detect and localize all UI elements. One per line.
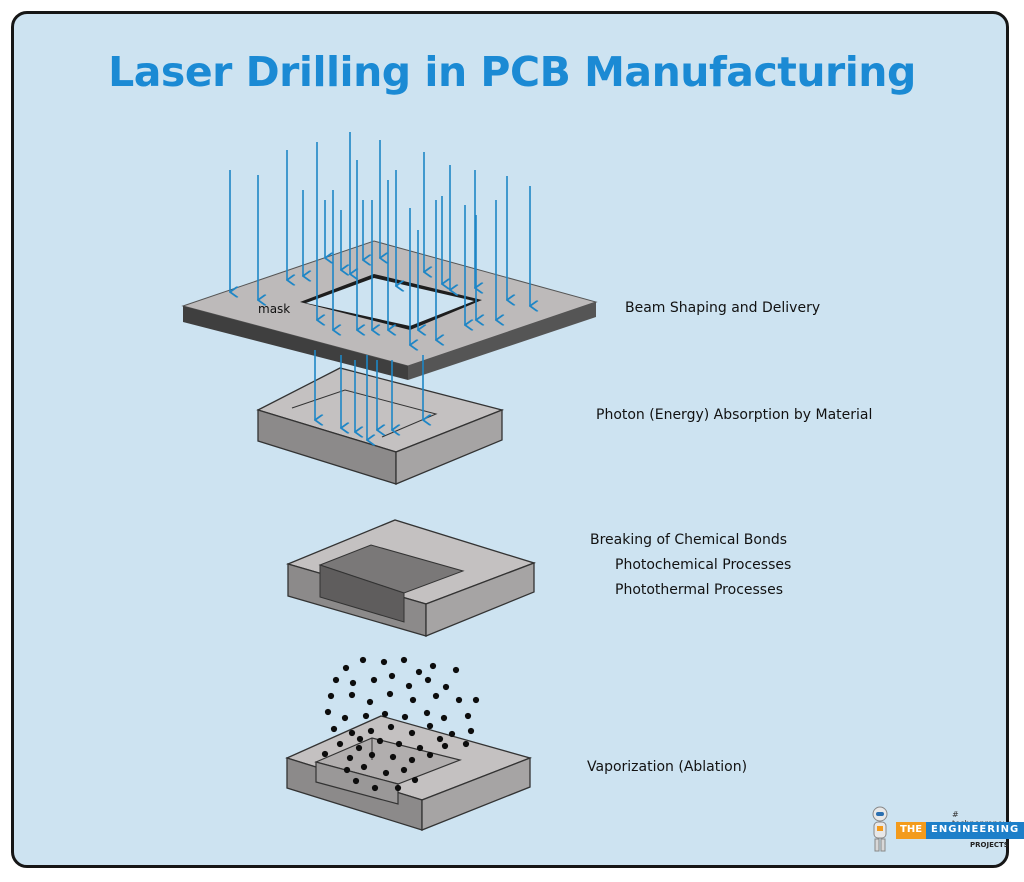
ablated-particle — [324, 708, 332, 716]
ablated-particle — [394, 784, 402, 792]
laser-beams — [230, 132, 530, 440]
ablated-particle — [401, 713, 409, 721]
stage-label-beam-shaping: Beam Shaping and Delivery — [625, 300, 821, 316]
ablated-particle — [436, 735, 444, 743]
ablated-particle — [423, 709, 431, 717]
stage-label-bond-breaking: Breaking of Chemical Bonds — [590, 532, 788, 548]
ablated-particle — [426, 751, 434, 759]
ablated-particle — [455, 696, 463, 704]
ablated-particle — [368, 751, 376, 759]
ablated-particle — [362, 712, 370, 720]
ablated-particle — [366, 698, 374, 706]
ablated-particle — [442, 683, 450, 691]
ablated-particle — [405, 682, 413, 690]
ablated-particle — [429, 662, 437, 670]
ablated-particle — [386, 690, 394, 698]
ablated-particle — [341, 714, 349, 722]
ablated-particle — [327, 692, 335, 700]
ablated-particle — [332, 676, 340, 684]
ablated-particle — [381, 710, 389, 718]
ablated-particle — [467, 727, 475, 735]
sub-label-photothermal: Photothermal Processes — [615, 582, 783, 598]
ablated-particle — [349, 679, 357, 687]
stage-label-photon-absorption: Photon (Energy) Absorption by Material — [596, 407, 873, 423]
ablated-particle — [424, 676, 432, 684]
ablated-particle — [440, 714, 448, 722]
logo-projects: PROJECTS — [970, 841, 1009, 849]
ablated-particle — [395, 740, 403, 748]
ablated-particle — [448, 730, 456, 738]
ablated-particle — [371, 784, 379, 792]
ablated-particle — [380, 658, 388, 666]
ablated-particle — [348, 729, 356, 737]
ablated-particle — [400, 656, 408, 664]
ablated-particle — [409, 696, 417, 704]
ablated-particle — [408, 729, 416, 737]
ablated-particle — [452, 666, 460, 674]
ablated-particle — [343, 766, 351, 774]
ablated-particle — [415, 668, 423, 676]
ablated-particle — [330, 725, 338, 733]
ablation-block — [285, 715, 533, 831]
ablated-particle — [336, 740, 344, 748]
ablated-particle — [342, 664, 350, 672]
ablated-particle — [348, 691, 356, 699]
mask-label: mask — [258, 302, 291, 316]
ablated-particle — [472, 696, 480, 704]
engineering-projects-logo: # technopreneur THE ENGINEERING PROJECTS — [866, 806, 1024, 856]
absorption-block — [256, 367, 505, 485]
stage-label-vaporization: Vaporization (Ablation) — [587, 759, 748, 775]
bond-breaking-block — [286, 519, 536, 637]
mask-plate — [181, 240, 598, 380]
robot-icon — [872, 806, 888, 852]
ablated-particle — [387, 723, 395, 731]
ablated-particle — [382, 769, 390, 777]
ablated-particle — [426, 722, 434, 730]
diagram-title: Laser Drilling in PCB Manufacturing — [108, 48, 916, 96]
ablated-particle — [346, 754, 354, 762]
ablated-particle — [321, 750, 329, 758]
ablated-particle — [370, 676, 378, 684]
ablated-particle — [408, 756, 416, 764]
ablated-particle — [388, 672, 396, 680]
logo-the: THE — [896, 822, 927, 839]
ablated-particle — [352, 777, 360, 785]
ablated-particle — [462, 740, 470, 748]
diagram-frame — [11, 11, 1009, 868]
ablated-particle — [360, 763, 368, 771]
ablated-particle — [356, 735, 364, 743]
ablated-particle — [389, 753, 397, 761]
logo-name: ENGINEERING — [926, 822, 1024, 839]
ablated-particle — [400, 766, 408, 774]
sub-label-photochemical: Photochemical Processes — [615, 557, 792, 573]
ablated-particle — [416, 744, 424, 752]
ablated-particle — [359, 656, 367, 664]
ablated-particle — [441, 742, 449, 750]
ablated-particles — [321, 656, 480, 792]
ablated-particle — [367, 727, 375, 735]
ablated-particle — [355, 744, 363, 752]
ablated-particle — [464, 712, 472, 720]
ablated-particle — [376, 737, 384, 745]
ablated-particle — [411, 776, 419, 784]
ablated-particle — [432, 692, 440, 700]
